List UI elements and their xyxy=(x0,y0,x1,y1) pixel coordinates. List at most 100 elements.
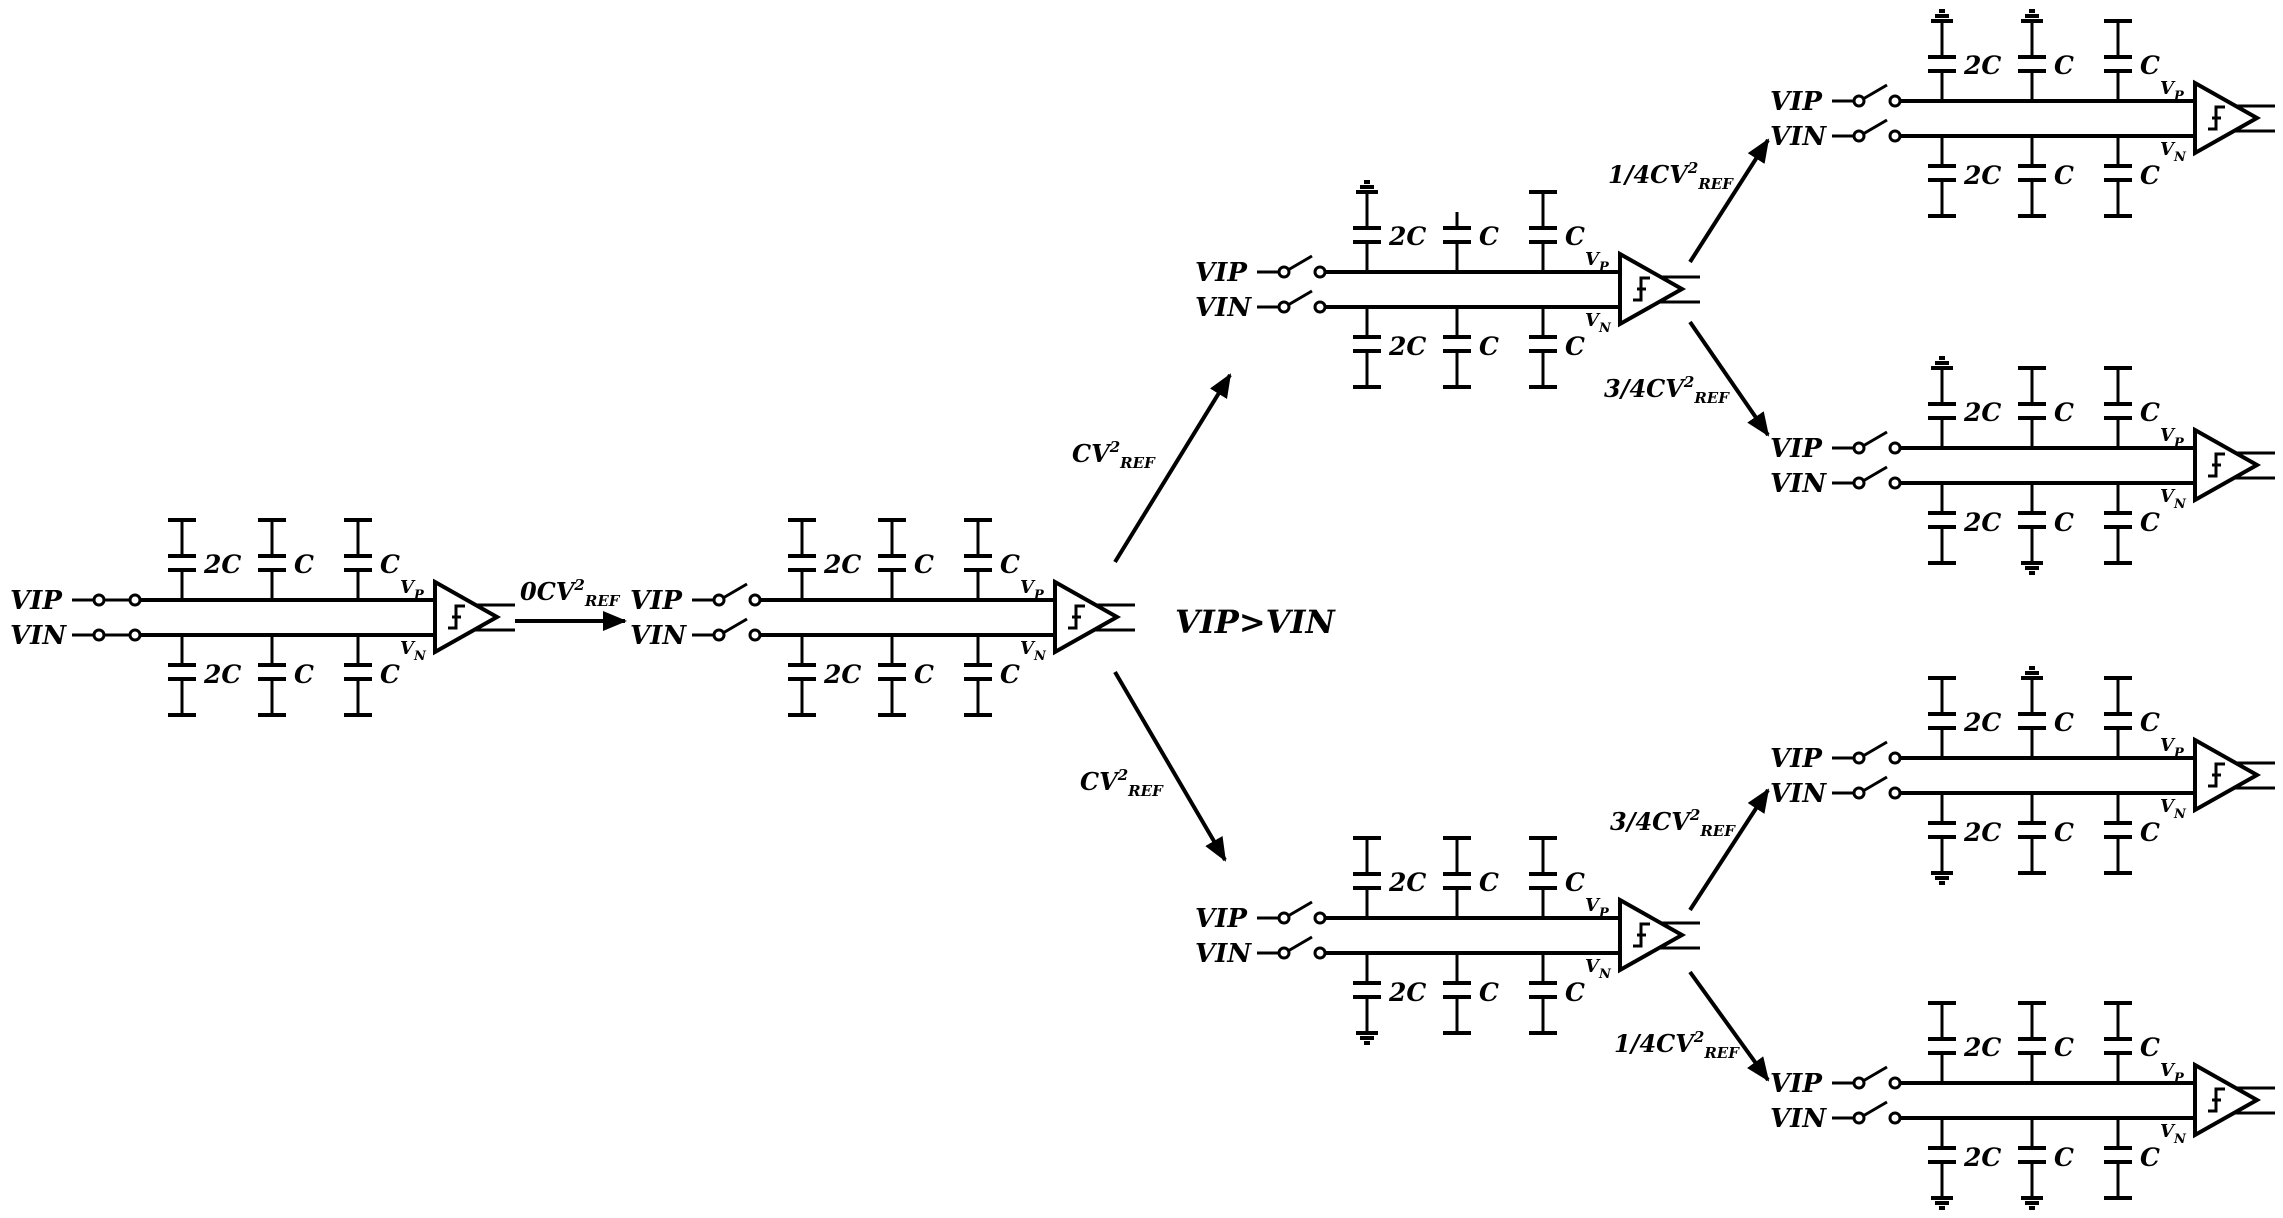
stage-2a-vp-label-base: V xyxy=(1585,249,1601,270)
stage-3b-vp-label-base: V xyxy=(2160,425,2176,446)
stage-2b-vp-label: VP xyxy=(1585,895,1610,921)
t-lower-top-label-sup: 2 xyxy=(1689,806,1700,824)
stage-3a-vip-label: VIP xyxy=(1770,87,1823,117)
stage-3a-vp-label-base: V xyxy=(2160,78,2176,99)
stage-3d-cap-bottom-label-0: 2C xyxy=(1963,1143,2001,1172)
stage-3b-vip-label: VIP xyxy=(1770,434,1823,464)
stage-2a-cap-top-label-0: 2C xyxy=(1388,222,1426,251)
arrows-layer xyxy=(515,138,1770,1082)
stage-3c-cap-top-2 xyxy=(2104,676,2132,758)
stage-2a-vip-label: VIP xyxy=(1195,258,1248,288)
stage-3d-cap-top-label-0: 2C xyxy=(1963,1033,2001,1062)
stage-1-vip-switch-blade xyxy=(722,582,748,600)
stage-0-vip-switch xyxy=(72,593,142,607)
t-lower-arrow xyxy=(1113,670,1227,862)
stage-3b-vip-switch-blade xyxy=(1862,430,1888,448)
t-lower-bottom-label-sup: 2 xyxy=(1693,1028,1704,1046)
stage-2b-cap-top-0 xyxy=(1353,836,1381,918)
t-upper-bottom-label-prefix: 3/4CV xyxy=(1604,374,1686,403)
stage-2a-vp-label: VP xyxy=(1585,249,1610,275)
stage-3a-cap-top-label-1: C xyxy=(2054,51,2074,80)
stage-3b-cap-bottom-label-1: C xyxy=(2054,508,2074,537)
stage-1-cap-bottom-2 xyxy=(964,635,992,717)
stage-3c-cap-bottom-label-0: 2C xyxy=(1963,818,2001,847)
stage-1-hysteresis-icon xyxy=(1068,604,1085,630)
stage-3d-vip-label: VIP xyxy=(1770,1069,1823,1099)
t-lower-top-arrow xyxy=(1688,788,1770,912)
t-lower-bottom-label-sub: REF xyxy=(1703,1044,1740,1062)
stage-2b-vip-switch-contact-a xyxy=(1277,911,1291,925)
stage-3c-cap-bottom-label-2: C xyxy=(2140,818,2160,847)
t-lower-label-sub: REF xyxy=(1127,782,1164,800)
labels-layer: 0CV2REFCV2REFCV2REF1/4CV2REF3/4CV2REF3/4… xyxy=(520,159,1740,1062)
stage-3b-cap-bottom-0 xyxy=(1928,483,1956,565)
stage-1-vip-label: VIP xyxy=(630,586,683,616)
stage-3a-comparator xyxy=(2193,79,2262,157)
t-upper-top-label-sup: 2 xyxy=(1687,159,1698,177)
stage-2a-cap-top-1 xyxy=(1443,212,1471,272)
stage-2b-vin-switch-contact-b xyxy=(1313,946,1327,960)
stage-3b-vn-label-sub: N xyxy=(2173,497,2187,512)
t-upper-top-label-sub: REF xyxy=(1697,175,1734,193)
stage-3b-cap-top-label-2: C xyxy=(2140,398,2160,427)
stage-0-vp-label-base: V xyxy=(400,577,416,598)
stage-3d-comparator-triangle xyxy=(2193,1061,2262,1139)
stage-3c-vp-label: VP xyxy=(2160,735,2185,761)
stage-0-cap-top-label-0: 2C xyxy=(203,550,241,579)
stage-3a-cap-top-2 xyxy=(2104,19,2132,101)
stage-3d-cap-bottom-label-1: C xyxy=(2054,1143,2074,1172)
stage-2a-cap-bottom-0 xyxy=(1353,307,1381,389)
stage-2b-vip-switch xyxy=(1257,900,1327,925)
stage-3c-vn-label: VN xyxy=(2160,796,2187,822)
stage-3a-vin-switch-blade xyxy=(1862,118,1888,136)
stage-3d-vip-switch-blade xyxy=(1862,1065,1888,1083)
stage-0-vip-label: VIP xyxy=(10,586,63,616)
stage-3a-cap-bottom-label-1: C xyxy=(2054,161,2074,190)
stage-3a-vip-switch-blade xyxy=(1862,83,1888,101)
t-lower-top-label-sub: REF xyxy=(1699,822,1736,840)
stage-2a-cap-bottom-2 xyxy=(1529,307,1557,389)
stage-3a-cap-top-1 xyxy=(2018,9,2046,101)
stage-2a-vp-label-sub: P xyxy=(1598,260,1610,275)
stage-3a-vn-label-base: V xyxy=(2160,139,2176,160)
t-upper-label-prefix: CV xyxy=(1072,439,1112,468)
stage-2b-hysteresis-icon xyxy=(1633,922,1650,948)
stage-2b-vin-switch-blade xyxy=(1287,935,1313,953)
stage-0-vp-label: VP xyxy=(400,577,425,603)
stage-2a-vin-switch-contact-a xyxy=(1277,300,1291,314)
stage-2a-vin-label: VIN xyxy=(1195,293,1252,323)
stage-3c-cap-top-1 xyxy=(2018,666,2046,758)
stage-3d-cap-bottom-1 xyxy=(2018,1118,2046,1210)
stage-2a-cap-bottom-label-1: C xyxy=(1479,332,1499,361)
t-upper-label: CV2REF xyxy=(1072,438,1156,472)
stage-1-vp-label-base: V xyxy=(1020,577,1036,598)
stage-1-vn-label-sub: N xyxy=(1033,649,1047,664)
stage-2b-cap-top-1 xyxy=(1443,836,1471,918)
stage-0-cap-top-2 xyxy=(344,518,372,600)
stage-0-cap-top-label-1: C xyxy=(294,550,314,579)
t-upper-top-label: 1/4CV2REF xyxy=(1608,159,1734,193)
stage-3b-vip-switch-contact-b xyxy=(1888,441,1902,455)
stage-3b-cap-bottom-label-0: 2C xyxy=(1963,508,2001,537)
stage-2b-vp-label-base: V xyxy=(1585,895,1601,916)
stage-2b-vn-label-base: V xyxy=(1585,956,1601,977)
stage-1-cap-top-2 xyxy=(964,518,992,600)
stage-2a-vn-label-sub: N xyxy=(1598,321,1612,336)
t-upper-bottom-label: 3/4CV2REF xyxy=(1604,373,1730,407)
stage-3b-vn-label: VN xyxy=(2160,486,2187,512)
stage-3b-vin-switch-contact-b xyxy=(1888,476,1902,490)
stage-2a-vin-switch xyxy=(1257,289,1327,314)
stage-3d-cap-bottom-label-2: C xyxy=(2140,1143,2160,1172)
stage-3b-comparator xyxy=(2193,426,2262,504)
stage-3d-cap-top-0 xyxy=(1928,1001,1956,1083)
stage-3c-vn-label-base: V xyxy=(2160,796,2176,817)
stage-3c-vin-switch-contact-b xyxy=(1888,786,1902,800)
stage-3c-cap-top-label-0: 2C xyxy=(1963,708,2001,737)
stage-2a-hysteresis-icon xyxy=(1633,276,1650,302)
stage-3d-vp-label-base: V xyxy=(2160,1060,2176,1081)
t-upper-arrow xyxy=(1113,373,1232,564)
stage-2b-vip-switch-contact-b xyxy=(1313,911,1327,925)
